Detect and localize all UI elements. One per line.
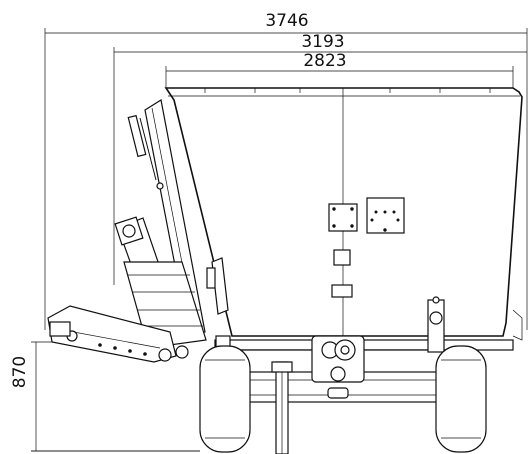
side-elevator [114, 99, 207, 349]
dimension-hopper-width: 2823 [165, 51, 514, 88]
drawbar [271, 361, 293, 454]
rim-bolts [204, 88, 491, 93]
center-plate [328, 203, 358, 298]
latch-bracket [206, 257, 229, 315]
dimension-label-height: 870 [10, 356, 30, 388]
discharge-chute [47, 305, 189, 363]
identification-plate [366, 197, 405, 234]
dimension-label-overall-width: 3746 [265, 11, 308, 31]
left-wheel [199, 345, 251, 453]
dimension-label-hopper-width: 2823 [303, 51, 346, 71]
right-wheel [435, 345, 487, 453]
dimension-height: 870 [10, 341, 200, 452]
mixer-hopper [164, 87, 523, 341]
dimension-mid-width: 3193 [113, 32, 527, 285]
dimension-overall-width: 3746 [44, 11, 528, 330]
dimension-label-mid-width: 3193 [301, 32, 344, 52]
